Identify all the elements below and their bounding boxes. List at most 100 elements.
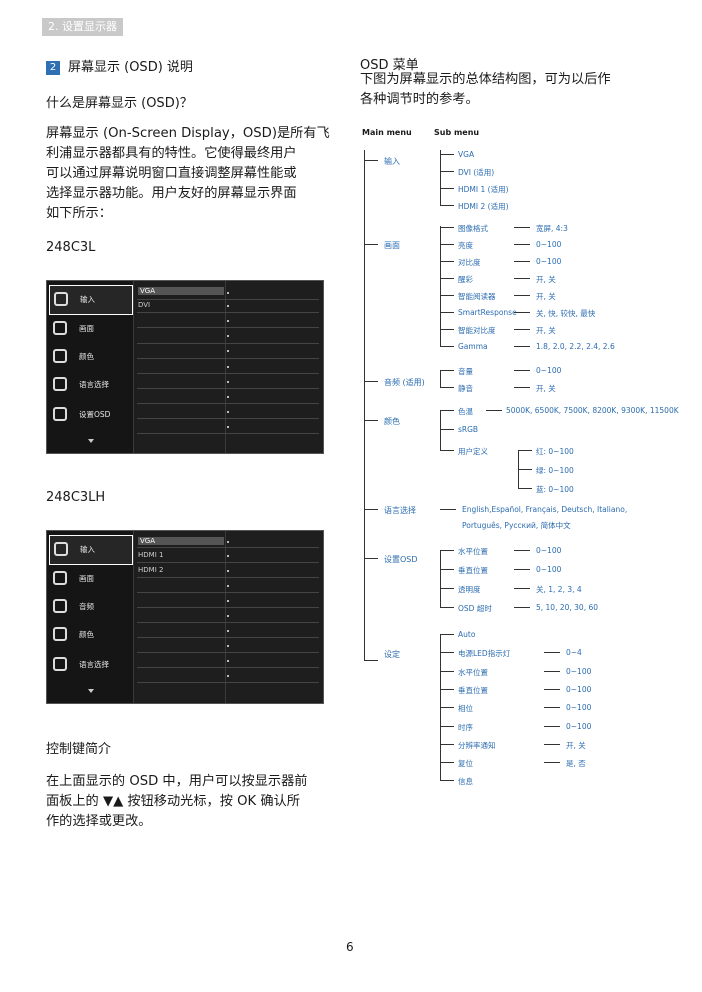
scroll-down-arrow-icon [88,689,94,693]
tree-value: 是, 否 [566,759,586,769]
tree-value: 宽屏, 4:3 [536,224,568,233]
tree-value: 红: 0~100 [536,447,574,456]
osd-menu-label: 语言选择 [79,660,109,669]
osd-option-vga: VGA [138,537,224,545]
tree-sub: 复位 [458,759,473,769]
tree-value: 5000K, 6500K, 7500K, 8200K, 9300K, 11500… [506,406,679,415]
tree-value: 绿: 0~100 [536,466,574,475]
tree-sub: OSD 超时 [458,604,492,613]
tree-sub: 时序 [458,722,473,732]
keys-line: 面板上的 ▼▲ 按钮移动光标，按 OK 确认所 [46,794,300,809]
osd-option-hdmi2: HDMI 2 [138,566,164,574]
tree-value: 开, 关 [536,326,556,335]
osd-main-menu: 输入 画面 音频 颜色 语言选择 [47,531,133,703]
tree-sub: 垂直位置 [458,566,488,575]
osd-menu-item-audio: 音频 [49,593,131,621]
tree-value: 0~100 [536,546,562,555]
osd-menu-item-picture: 画面 [49,315,131,343]
osd-menu-item-color: 颜色 [49,621,131,649]
tree-sub: Auto [458,630,476,639]
tree-value: 关, 快, 较快, 最快 [536,309,596,318]
tree-sub: Gamma [458,342,488,351]
tree-main-audio: 音频 (适用) [384,378,425,387]
tree-sub: 水平位置 [458,547,488,556]
tree-sub: SmartResponse [458,308,517,317]
osd-menu-label: 语言选择 [79,380,109,389]
tree-value: 0~100 [566,703,592,713]
tree-value: 0~100 [536,565,562,574]
scroll-down-arrow-icon [88,439,94,443]
tree-value: 关, 1, 2, 3, 4 [536,585,582,594]
tree-sub: DVI (适用) [458,168,495,177]
color-icon [53,627,67,641]
intro-line: 利浦显示器都具有的特性。它使得最终用户 [46,146,297,161]
main-menu-header: Main menu [362,128,412,137]
osd-menu-item-language: 语言选择 [49,651,131,679]
tree-value: 0~100 [536,257,562,266]
osd-menu-item-picture: 画面 [49,565,131,593]
tree-sub: 透明度 [458,585,481,594]
tree-sub: 垂直位置 [458,685,488,695]
tree-sub: 分辨率通知 [458,740,496,750]
tree-main-picture: 画面 [384,241,400,250]
osd-menu-item-input: 输入 [49,535,133,565]
osd-menu-description: 下图为屏幕显示的总体结构图，可为以后作 各种调节时的参考。 [360,70,670,110]
tree-sub: 色温 [458,407,473,416]
osd-screenshot-248c3l: 输入 画面 颜色 语言选择 设置OSD VGA DVI [46,280,324,454]
input-icon [54,292,68,306]
osd-menu-label: 画面 [79,324,94,333]
tree-sub: 电源LED指示灯 [458,649,511,659]
tree-value: 开, 关 [536,275,556,284]
keys-line: 作的选择或更改。 [46,814,152,829]
tree-sub: VGA [458,150,475,159]
model-248c3l-label: 248C3L [46,240,96,255]
tree-sub: 静音 [458,384,473,393]
color-icon [53,349,67,363]
osd-menu-label: 设置OSD [79,410,111,419]
tree-value: 5, 10, 20, 30, 60 [536,603,599,612]
tree-value: 0~100 [566,684,592,694]
osd-value-panel [225,531,323,703]
tree-value: 0~100 [566,666,592,676]
osd-menu-label: 颜色 [79,630,94,639]
desc-line: 下图为屏幕显示的总体结构图，可为以后作 [360,72,611,87]
tree-sub: HDMI 2 (适用) [458,202,509,211]
osd-menu-label: 输入 [80,545,95,554]
tree-sub: sRGB [458,425,479,434]
tree-main-osd-settings: 设置OSD [384,555,418,564]
intro-line: 屏幕显示 (On-Screen Display，OSD)是所有飞 [46,126,330,141]
osd-menu-title: OSD 菜单 [360,58,419,73]
osd-menu-label: 输入 [80,295,95,304]
section-title: 屏幕显示 (OSD) 说明 [68,60,193,75]
control-keys-heading: 控制键简介 [46,742,112,757]
osd-settings-icon [53,407,67,421]
tree-sub: 智能对比度 [458,326,496,335]
intro-line: 如下所示： [46,206,112,221]
tree-value: 0~100 [536,366,562,375]
tree-sub: 用户定义 [458,447,488,456]
tree-value: 开, 关 [566,740,586,750]
desc-line: 各种调节时的参考。 [360,92,479,107]
tree-main-language: 语言选择 [384,506,416,515]
audio-icon [53,599,67,613]
osd-menu-label: 音频 [79,602,94,611]
osd-value-panel [225,281,323,453]
tree-sub: HDMI 1 (适用) [458,185,509,194]
tree-value: 1.8, 2.0, 2.2, 2.4, 2.6 [536,342,615,351]
intro-line: 可以通过屏幕说明窗口直接调整屏幕性能或 [46,166,297,181]
tree-sub: 图像格式 [458,224,488,233]
osd-menu-item-color: 颜色 [49,343,131,371]
osd-option-hdmi1: HDMI 1 [138,551,164,559]
picture-icon [53,321,67,335]
osd-menu-label: 颜色 [79,352,94,361]
language-icon [53,657,67,671]
what-is-osd-heading: 什么是屏幕显示 (OSD)？ [46,96,193,111]
osd-menu-item-input: 输入 [49,285,133,315]
tree-value: 0~100 [536,240,562,249]
control-keys-paragraph: 在上面显示的 OSD 中，用户可以按显示器前 面板上的 ▼▲ 按钮移动光标，按 … [46,772,346,832]
osd-submenu: VGA HDMI 1 HDMI 2 [133,531,226,703]
language-icon [53,377,67,391]
tree-value: English,Español, Français, Deutsch, Ital… [462,505,628,514]
